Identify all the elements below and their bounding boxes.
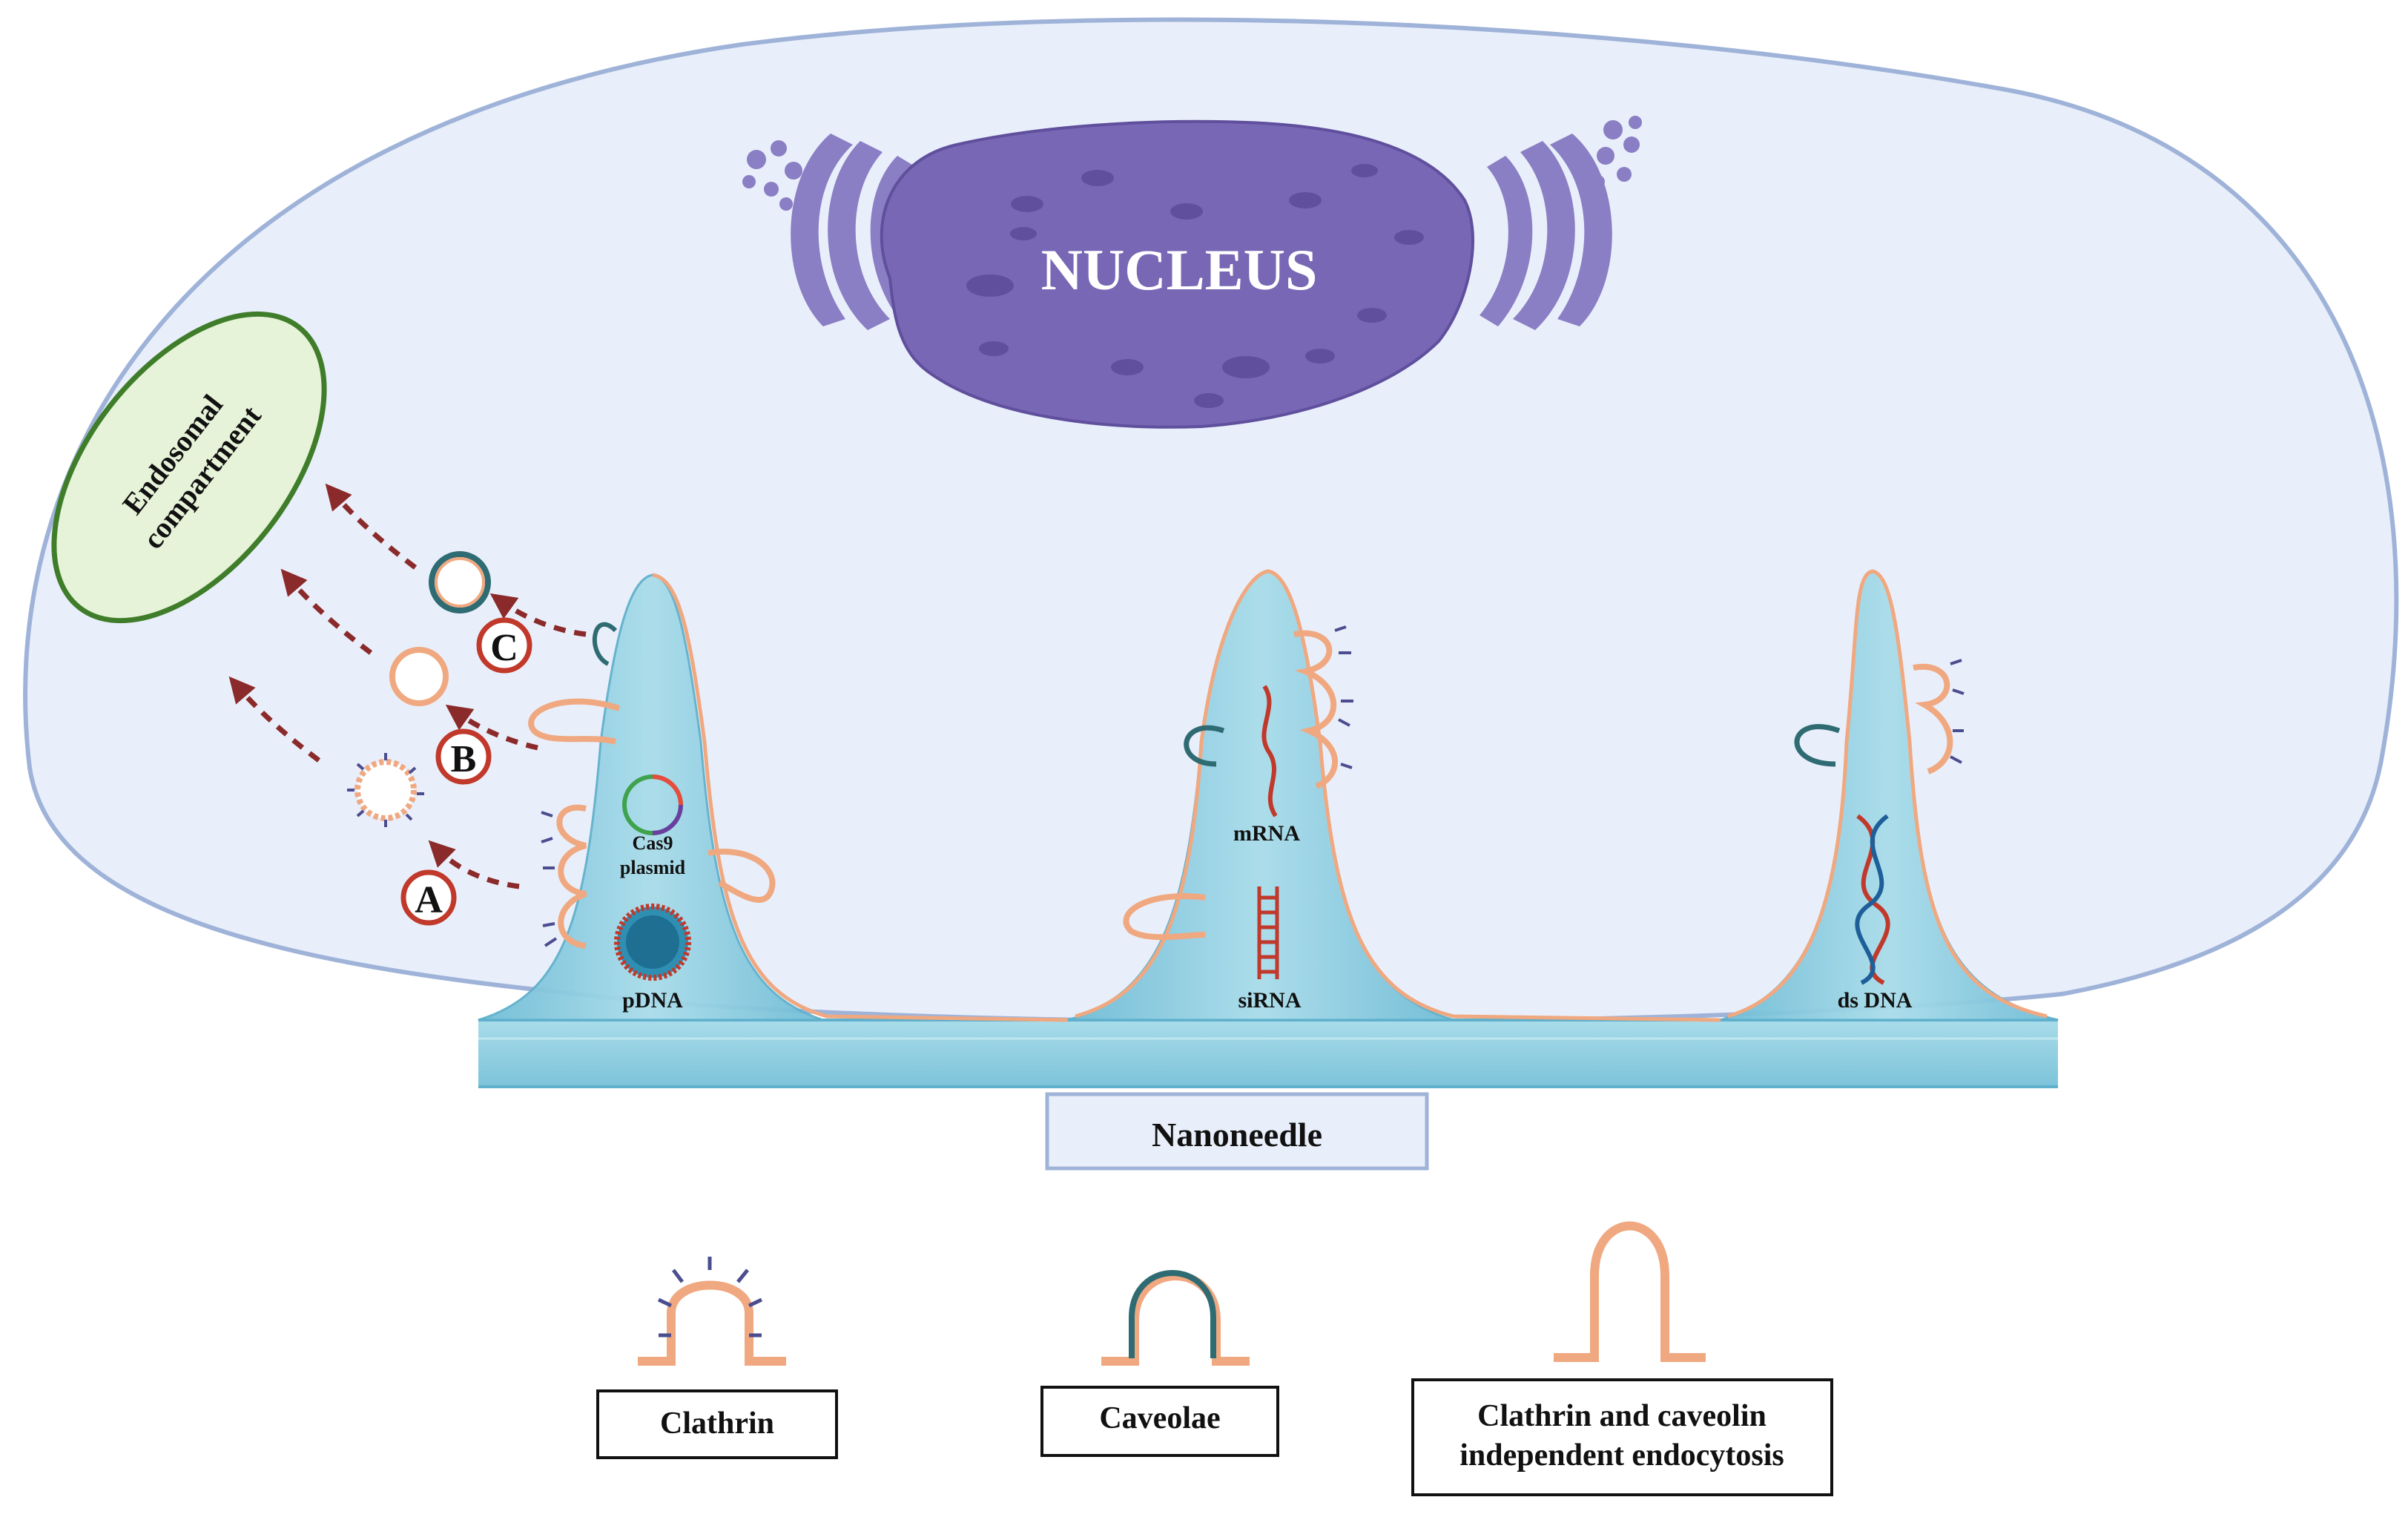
pathway-arrows: [228, 483, 587, 889]
legend-clathrin: Clathrin: [596, 1257, 838, 1459]
mrna-label: mRNA: [1233, 821, 1300, 846]
cas9-label-line2: plasmid: [620, 857, 686, 878]
pathway-badge-a: A: [400, 869, 457, 926]
sirna-ladder-icon: [1257, 886, 1279, 979]
legend-independent-label-line1: Clathrin and caveolin: [1477, 1399, 1767, 1433]
golgi-icon: [742, 134, 923, 330]
legend-independent-label-line2: independent endocytosis: [1459, 1438, 1784, 1473]
vesicle-icon: [389, 647, 449, 706]
vesicle-icon: [614, 904, 691, 981]
pdna-label: pDNA: [622, 988, 683, 1013]
double-helix-icon: [1855, 814, 1890, 985]
legend-clathrin-label: Clathrin: [660, 1407, 774, 1441]
svg-text:B: B: [451, 738, 477, 780]
nanoneedle-label: Nanoneedle: [1152, 1116, 1322, 1154]
nanoneedle-middle: mRNA siRNA: [1067, 569, 1721, 1022]
legend-caveolae: Caveolae: [1040, 1270, 1279, 1457]
dsdna-label: ds DNA: [1838, 988, 1913, 1013]
legend-independent-endocytosis: Clathrin and caveolin independent endocy…: [1411, 1221, 1833, 1496]
nucleus-label: NUCLEUS: [1041, 237, 1318, 302]
cas9-label-line1: Cas9: [633, 832, 673, 854]
nanoneedle-right: ds DNA: [1720, 569, 2059, 1021]
nanoneedle-label-box: Nanoneedle: [1045, 1092, 1429, 1171]
svg-text:A: A: [415, 879, 443, 921]
plasmid-icon: [622, 774, 683, 835]
nucleus-icon: NUCLEUS: [880, 119, 1474, 429]
golgi-icon: [1480, 116, 1642, 330]
pathway-badge-b: B: [435, 728, 492, 785]
svg-text:C: C: [490, 627, 518, 669]
vesicle-icon: [429, 551, 491, 613]
nanoneedle-left: Cas9 plasmid pDNA: [478, 573, 1069, 1022]
vesicle-icon: [347, 753, 424, 827]
nanoneedle-substrate: [478, 1019, 2058, 1088]
mrna-strand-icon: [1261, 685, 1278, 817]
sirna-label: siRNA: [1238, 988, 1301, 1013]
endosomal-compartment: Endosomal compartment: [51, 311, 327, 624]
legend-caveolae-label: Caveolae: [1099, 1401, 1220, 1435]
pathway-badge-c: C: [476, 617, 532, 674]
